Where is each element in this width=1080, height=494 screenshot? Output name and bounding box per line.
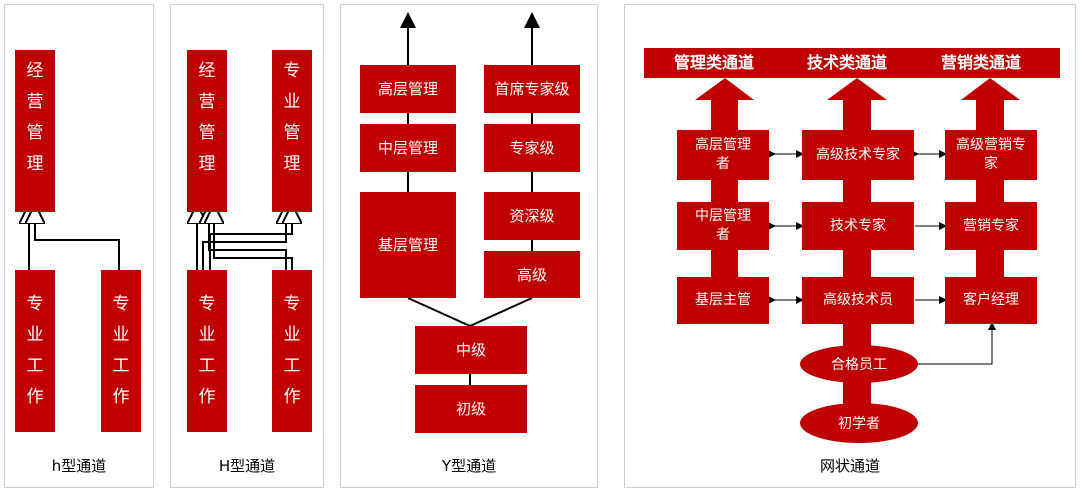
H-channel-caption: H型通道 <box>218 457 276 475</box>
Y-mid-level-box: 中级 <box>415 326 527 374</box>
h-mgmt-box: 经营管理 <box>15 50 55 212</box>
net-middle-mgmt-box: 中层管理者 <box>677 202 769 250</box>
Y-base-mgmt-box: 基层管理 <box>360 192 456 298</box>
net-header-bar: 管理类通道 技术类通道 营销类通道 <box>644 48 1060 78</box>
H-mgmt-box: 经营管理 <box>187 50 227 212</box>
net-qualified-staff-oval: 合格员工 <box>800 345 918 383</box>
net-senior-sales-expert-box: 高级营销专家 <box>945 130 1037 180</box>
net-sales-expert-box: 营销专家 <box>945 202 1037 250</box>
net-beginner-oval: 初学者 <box>800 403 918 443</box>
H-work1-box: 专业工作 <box>187 270 227 432</box>
net-senior-tech-expert-box: 高级技术专家 <box>802 130 914 180</box>
H-prof-box: 专业管理 <box>272 50 312 212</box>
Y-junior-level-box: 初级 <box>415 385 527 433</box>
h-work2-box: 专业工作 <box>101 270 141 432</box>
Y-chief-expert-box: 首席专家级 <box>484 65 580 113</box>
net-senior-technician-box: 高级技术员 <box>802 277 914 324</box>
net-tech-expert-box: 技术专家 <box>802 202 914 250</box>
Y-expert-box: 专家级 <box>484 124 580 172</box>
Y-senior-level-box: 资深级 <box>484 192 580 240</box>
net-base-supervisor-box: 基层主管 <box>677 277 769 324</box>
Y-middle-mgmt-box: 中层管理 <box>360 124 456 172</box>
Y-channel-caption: Y型通道 <box>441 457 497 475</box>
net-header-tech: 技术类通道 <box>807 53 888 72</box>
Y-high-level-box: 高级 <box>484 251 580 298</box>
net-header-mgmt: 管理类通道 <box>674 53 755 72</box>
net-channel-caption: 网状通道 <box>819 457 880 475</box>
net-header-sales: 营销类通道 <box>941 53 1022 72</box>
net-senior-mgmt-box: 高层管理者 <box>677 130 769 180</box>
net-account-manager-box: 客户经理 <box>945 277 1037 324</box>
H-work2-box: 专业工作 <box>272 270 312 432</box>
Y-senior-mgmt-box: 高层管理 <box>360 65 456 113</box>
h-channel-caption: h型通道 <box>51 457 107 475</box>
h-work1-box: 专业工作 <box>15 270 55 432</box>
